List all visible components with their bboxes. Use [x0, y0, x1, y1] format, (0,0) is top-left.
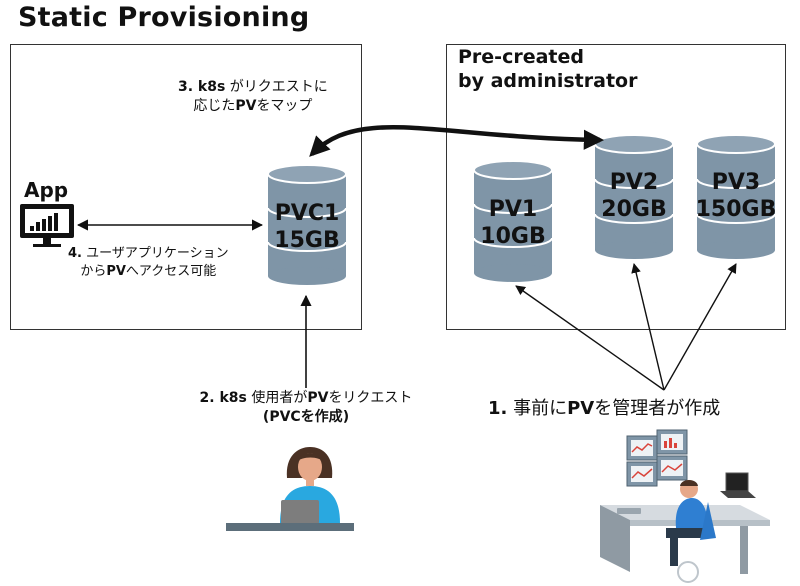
user-laptop-icon [226, 447, 354, 531]
app-monitor-icon [20, 204, 74, 247]
admin-to-pv2-arrow [631, 263, 665, 391]
step-2-close-paren: ) [342, 409, 350, 425]
pre-created-label: Pre-created by administrator [458, 45, 637, 93]
pvc-cylinder [267, 164, 347, 285]
pv3-cylinder [696, 134, 776, 259]
step-3-line-1: がリクエストに [225, 79, 328, 95]
step-2-pvc: PVC [269, 409, 301, 425]
pre-created-line-2: by administrator [458, 70, 638, 92]
step-3-line-2-pre: 応じた [193, 98, 236, 114]
step-4-line-2-pre: から [80, 264, 107, 279]
step-4-line-1: ユーザアプリケーション [81, 246, 229, 261]
step-2-pv: PV [307, 390, 329, 406]
step-3-line-2-post: をマップ [256, 98, 313, 114]
step-4-line-2-post: へアクセス可能 [125, 264, 217, 279]
pvc-size: 15GB [274, 228, 340, 253]
admin-workstation-icon [600, 429, 770, 583]
step-2-line-1a: 使用者が [246, 390, 308, 406]
pv1-size: 10GB [480, 224, 546, 249]
step-2-line-1b: をリクエスト [328, 390, 413, 406]
pv2-label: PV2 20GB [589, 169, 679, 223]
pv3-label: PV3 150GB [686, 169, 786, 223]
step-1-pv: PV [567, 398, 595, 419]
step-4-number: 4. [68, 246, 82, 261]
pv2-name: PV2 [609, 170, 659, 195]
cluster-box [10, 44, 362, 330]
pre-created-line-1: Pre-created [458, 46, 584, 68]
app-label: App [24, 178, 69, 202]
pvc-name: PVC1 [274, 201, 340, 226]
admin-to-pv1-arrow [515, 285, 665, 391]
step-2-text: 2. k8s 使用者がPVをリクエスト (PVCを作成) [160, 389, 452, 427]
step-3-number: 3. k8s [178, 79, 226, 95]
step-2-line-2: を作成 [300, 409, 343, 425]
page-title: Static Provisioning [18, 2, 310, 33]
step-2-number: 2. k8s [199, 390, 247, 406]
pv2-cylinder [594, 134, 674, 259]
pvc-label: PVC1 15GB [268, 200, 346, 254]
pvc-pv-mapping-arrow [309, 125, 605, 157]
admin-to-pv3-arrow [663, 263, 737, 391]
pv2-size: 20GB [601, 197, 667, 222]
pre-created-box [446, 44, 786, 330]
step-2-open-paren: ( [262, 409, 270, 425]
pv3-size: 150GB [695, 197, 777, 222]
pv1-name: PV1 [488, 197, 538, 222]
step-4-text: 4. ユーザアプリケーション からPVへアクセス可能 [68, 245, 229, 281]
step-1-number: 1. [488, 398, 508, 419]
admin-arrows [515, 263, 737, 391]
pv1-cylinder [473, 160, 553, 282]
step-1-text: 1. 事前にPVを管理者が作成 [488, 397, 720, 421]
pv3-name: PV3 [711, 170, 761, 195]
pv1-label: PV1 10GB [474, 196, 552, 250]
step-4-pv: PV [106, 264, 126, 279]
step-1-post: を管理者が作成 [594, 398, 721, 419]
step-1-pre: 事前に [513, 398, 568, 419]
step-3-pv: PV [235, 98, 257, 114]
step-3-text: 3. k8s がリクエストに 応じたPVをマップ [178, 78, 328, 116]
